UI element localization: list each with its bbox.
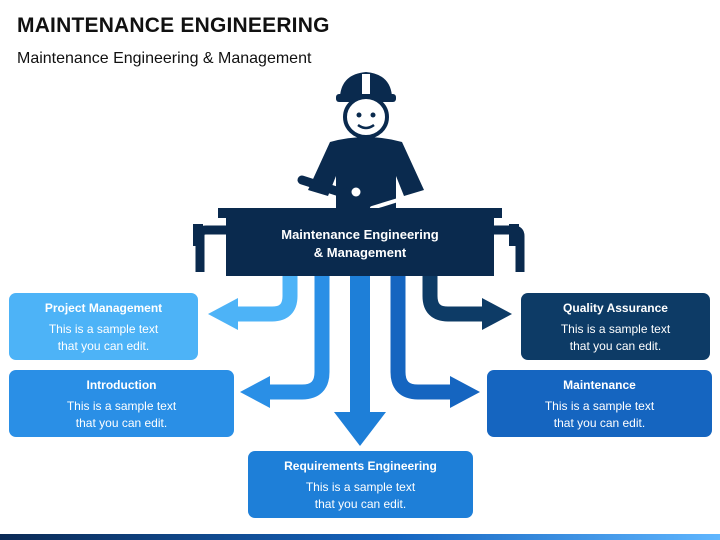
card-body-line1: This is a sample text	[560, 322, 671, 336]
card-maintenance: Maintenance This is a sample text that y…	[487, 370, 712, 437]
card-requirements-engineering: Requirements Engineering This is a sampl…	[248, 451, 473, 518]
card-body-line1: This is a sample text	[305, 480, 416, 494]
card-body-line1: This is a sample text	[48, 322, 159, 336]
card-project-management: Project Management This is a sample text…	[9, 293, 198, 360]
card-introduction: Introduction This is a sample text that …	[9, 370, 234, 437]
card-quality-assurance: Quality Assurance This is a sample text …	[521, 293, 710, 360]
card-title: Maintenance	[563, 378, 636, 392]
engineer-with-wrench-icon	[297, 72, 424, 212]
bottom-accent-bar	[0, 534, 720, 540]
card-body-line2: that you can edit.	[75, 416, 168, 430]
card-title: Introduction	[86, 378, 157, 392]
card-title: Project Management	[44, 301, 163, 315]
card-body-line1: This is a sample text	[66, 399, 177, 413]
card-title: Quality Assurance	[563, 301, 668, 315]
card-body-line1: This is a sample text	[544, 399, 655, 413]
center-banner-line2: & Management	[313, 245, 407, 260]
card-body-line2: that you can edit.	[553, 416, 646, 430]
center-banner-label: Maintenance Engineering & Management	[230, 226, 490, 262]
center-banner	[226, 212, 494, 276]
card-body-line2: that you can edit.	[314, 497, 407, 511]
card-title: Requirements Engineering	[284, 459, 437, 473]
card-body-line2: that you can edit.	[57, 339, 150, 353]
center-banner-line1: Maintenance Engineering	[281, 227, 439, 242]
page-subtitle: Maintenance Engineering & Management	[17, 50, 312, 67]
page-title: MAINTENANCE ENGINEERING	[17, 14, 330, 37]
card-body-line2: that you can edit.	[569, 339, 662, 353]
